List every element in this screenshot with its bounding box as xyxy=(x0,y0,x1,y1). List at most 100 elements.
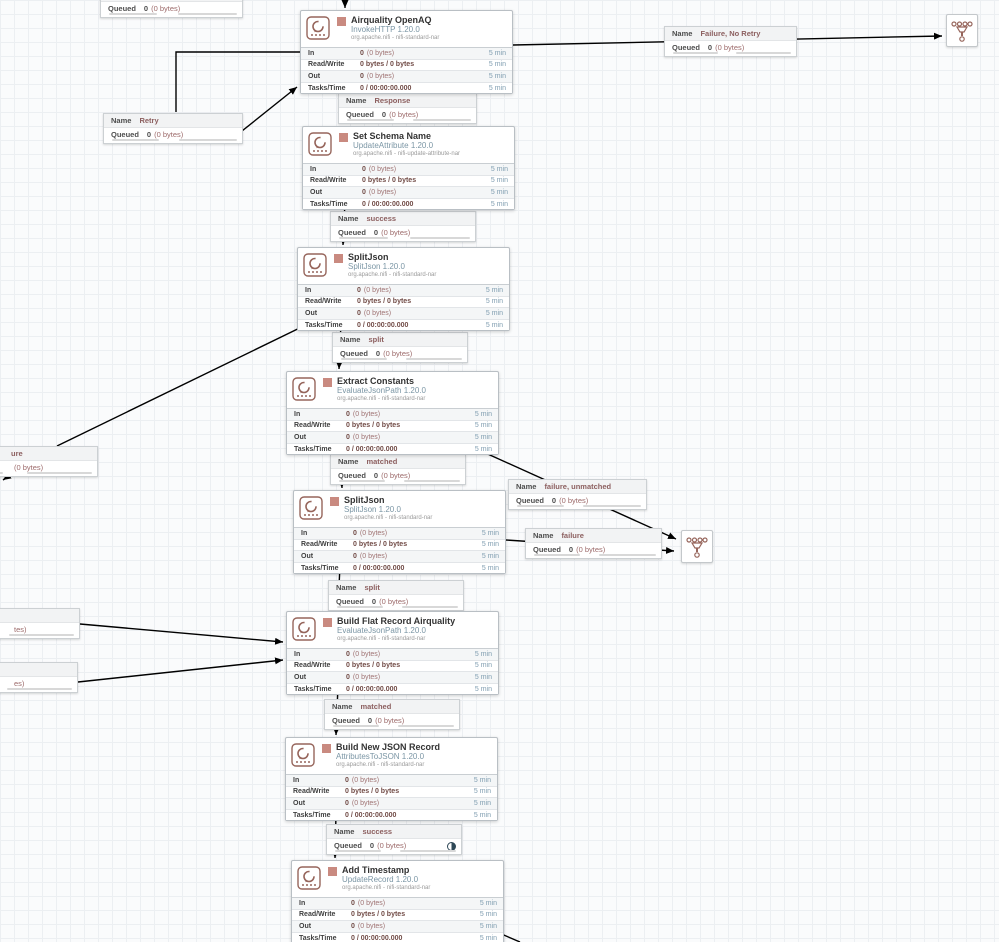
connection-label[interactable]: ure (0 bytes) xyxy=(0,446,98,477)
processor-stats: In 0(0 bytes) 5 min Read/Write 0 bytes /… xyxy=(287,408,498,455)
stat-row-in: In 0(0 bytes) 5 min xyxy=(287,649,498,660)
stat-row-out: Out 0(0 bytes) 5 min xyxy=(303,186,514,198)
connection-line[interactable] xyxy=(79,623,284,645)
processor-header: Build Flat Record Airquality EvaluateJso… xyxy=(287,612,498,648)
connection-name-value: Response xyxy=(374,96,411,105)
stat-value: 0 xyxy=(351,922,355,930)
queue-progress-bar xyxy=(9,634,74,636)
stat-label: In xyxy=(308,49,315,57)
stat-timeframe: 5 min xyxy=(474,445,492,453)
connection-name-value: ure xyxy=(11,449,23,458)
stopped-state-icon xyxy=(334,254,343,263)
processor[interactable]: Extract Constants EvaluateJsonPath 1.20.… xyxy=(286,371,499,456)
stat-timeframe: 5 min xyxy=(473,776,491,784)
stat-value: 0 xyxy=(357,286,361,294)
processor-type: EvaluateJsonPath 1.20.0 xyxy=(337,626,426,635)
connection-queued-row: es) xyxy=(0,677,77,692)
connection-queued-bytes: (0 bytes) xyxy=(381,471,411,480)
stat-label: Read/Write xyxy=(294,662,331,670)
processor-icon xyxy=(292,617,316,641)
connection-line[interactable] xyxy=(56,321,313,447)
stat-row-tasks: Tasks/Time 0 / 00:00:00.000 5 min xyxy=(301,81,512,94)
processor[interactable]: Set Schema Name UpdateAttribute 1.20.0 o… xyxy=(302,126,515,211)
funnel-icon xyxy=(951,20,973,42)
funnel[interactable] xyxy=(681,530,713,563)
stat-value: 0 xyxy=(351,899,355,907)
stat-label: Out xyxy=(293,799,306,807)
stat-label: Tasks/Time xyxy=(305,321,343,329)
stat-label: Out xyxy=(294,433,307,441)
stat-row-out: Out 0(0 bytes) 5 min xyxy=(292,920,503,932)
stat-label: Tasks/Time xyxy=(299,934,337,942)
connection-queued-key: Queued xyxy=(334,841,362,850)
stat-value: 0 bytes / 0 bytes xyxy=(345,788,400,796)
connection-name-value: Failure, No Retry xyxy=(700,29,761,38)
connection-queued-count: 0 xyxy=(367,716,373,725)
stat-row-in: In 0(0 bytes) 5 min xyxy=(286,775,497,786)
processor[interactable]: Add Timestamp UpdateRecord 1.20.0 org.ap… xyxy=(291,860,504,942)
stat-value: 0 bytes / 0 bytes xyxy=(362,177,417,185)
connection-line[interactable] xyxy=(77,657,284,683)
stopped-state-icon xyxy=(323,618,332,627)
connection-name-value: success xyxy=(366,214,397,223)
connection-queued-bytes: (0 bytes) xyxy=(381,228,411,237)
stat-extra: (0 bytes) xyxy=(351,776,380,784)
stat-timeframe: 5 min xyxy=(479,922,497,930)
processor[interactable]: SplitJson SplitJson 1.20.0 org.apache.ni… xyxy=(293,490,506,575)
connection-label[interactable]: es) xyxy=(0,662,78,693)
connection-queued-key: Queued xyxy=(336,597,364,606)
connection-queued-key: Queued xyxy=(533,545,561,554)
stat-extra: (0 bytes) xyxy=(352,433,381,441)
processor-stats: In 0(0 bytes) 5 min Read/Write 0 bytes /… xyxy=(301,47,512,94)
stat-row-readwrite: Read/Write 0 bytes / 0 bytes 5 min xyxy=(287,419,498,432)
stat-timeframe: 5 min xyxy=(490,200,508,208)
stat-label: Tasks/Time xyxy=(308,84,346,92)
queue-progress-bar xyxy=(405,358,462,360)
stat-label: Read/Write xyxy=(293,788,330,796)
processor[interactable]: Build Flat Record Airquality EvaluateJso… xyxy=(286,611,499,696)
processor[interactable]: Airquality OpenAQ InvokeHTTP 1.20.0 org.… xyxy=(300,10,513,95)
stat-value: 0 bytes / 0 bytes xyxy=(351,911,406,919)
funnel[interactable] xyxy=(946,14,978,47)
stat-row-tasks: Tasks/Time 0 / 00:00:00.000 5 min xyxy=(292,931,503,942)
processor-stats: In 0(0 bytes) 5 min Read/Write 0 bytes /… xyxy=(303,163,514,210)
connection-label[interactable]: tes) xyxy=(0,608,80,639)
connection-queued-row: (0 bytes) xyxy=(0,461,97,476)
stat-extra: (0 bytes) xyxy=(359,552,388,560)
processor-header: Airquality OpenAQ InvokeHTTP 1.20.0 org.… xyxy=(301,11,512,47)
connection-name-key: Name xyxy=(111,116,132,125)
connection-line[interactable] xyxy=(175,51,300,112)
processor[interactable]: Build New JSON Record AttributesToJSON 1… xyxy=(285,737,498,822)
processor-icon xyxy=(303,253,327,277)
processor-bundle: org.apache.nifi - nifi-standard-nar xyxy=(351,35,440,41)
stat-label: In xyxy=(293,776,300,784)
queue-progress-bar xyxy=(112,139,159,141)
stat-extra: (0 bytes) xyxy=(363,309,392,317)
processor[interactable]: SplitJson SplitJson 1.20.0 org.apache.ni… xyxy=(297,247,510,332)
processor-stats: In 0(0 bytes) 5 min Read/Write 0 bytes /… xyxy=(294,527,505,574)
connection-queued-count: 0 xyxy=(369,841,375,850)
